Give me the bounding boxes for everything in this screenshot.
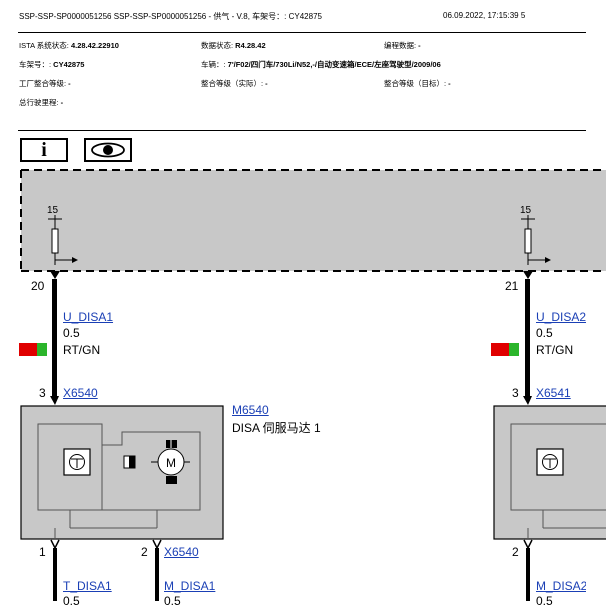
data-status: 数据状态: R4.28.42	[201, 40, 266, 51]
ista-status-label: ISTA 系统状态:	[19, 41, 71, 50]
vehicle-label: 车辆：:	[201, 60, 228, 69]
programming-data-label: 编程数据:	[384, 41, 419, 50]
header-divider	[18, 32, 586, 33]
pin-number-right-b2: 2	[512, 545, 519, 559]
wire-link-left-b2[interactable]: M_DISA1	[164, 579, 216, 593]
ista-status-value: 4.28.42.22910	[70, 41, 119, 50]
vin-label: 车架号：:	[19, 60, 54, 69]
wire-right-bottom-2	[523, 539, 533, 601]
mileage: 总行驶里程: -	[19, 97, 63, 108]
info-divider	[18, 130, 586, 131]
wire-size-right-b2: 0.5	[536, 594, 553, 608]
wire-left-bottom-1	[50, 539, 60, 601]
view-button[interactable]	[84, 138, 132, 162]
factory-level-label: 工厂整合等级:	[19, 79, 69, 88]
mileage-value: -	[60, 98, 64, 107]
info-button[interactable]: i	[20, 138, 68, 162]
pin-number-right-conn: 3	[512, 386, 519, 400]
pin-number-left-b1: 1	[39, 545, 46, 559]
connector-link-right[interactable]: X6541	[536, 386, 571, 400]
vin: 车架号：: CY42875	[19, 59, 84, 70]
svg-text:M: M	[166, 456, 176, 470]
control-unit-border	[20, 169, 606, 272]
wire-size-left: 0.5	[63, 326, 80, 340]
wire-link-right[interactable]: U_DISA2	[536, 310, 586, 324]
wire-size-left-b2: 0.5	[164, 594, 181, 608]
wire-left-bottom-2	[152, 539, 162, 601]
fuse-label-right: 15	[520, 205, 532, 216]
wire-size-left-b1: 0.5	[63, 594, 80, 608]
factory-level-value: -	[68, 79, 71, 88]
actual-level-value: -	[265, 79, 268, 88]
pin-number-right-top: 21	[505, 279, 519, 293]
wire-right-top	[523, 271, 533, 405]
mileage-label: 总行驶里程:	[19, 98, 61, 107]
pin-number-left-b2: 2	[141, 545, 148, 559]
wire-color-red-left	[19, 343, 37, 356]
wire-color-red-right	[491, 343, 509, 356]
component-name-left: DISA 伺服马达 1	[232, 421, 321, 435]
wire-link-right-b2[interactable]: M_DISA2	[536, 579, 586, 593]
document-title: SSP-SSP-SP0000051256 SSP-SSP-SP000005125…	[19, 12, 322, 21]
programming-data-value: -	[418, 41, 421, 50]
target-level-value: -	[448, 79, 451, 88]
target-level: 整合等级（目标）: -	[384, 78, 451, 89]
fuse-right	[521, 215, 551, 265]
wire-size-right: 0.5	[536, 326, 553, 340]
actual-level: 整合等级（实际）: -	[201, 78, 268, 89]
info-icon: i	[41, 138, 47, 161]
wire-left-top	[50, 271, 60, 405]
wire-color-right: RT/GN	[536, 343, 574, 357]
vehicle: 车辆：: 7'/F02/四门车/730Li/N52,-/自动变速箱/ECE/左座…	[201, 59, 441, 70]
wire-color-green-left	[37, 343, 47, 356]
pin-number-left-conn: 3	[39, 386, 46, 400]
wire-link-left[interactable]: U_DISA1	[63, 310, 114, 324]
component-link-left[interactable]: M6540	[232, 403, 269, 417]
wire-color-green-right	[509, 343, 519, 356]
fuse-label-left: 15	[47, 205, 59, 216]
control-unit-box	[21, 170, 606, 271]
wire-color-left: RT/GN	[63, 343, 101, 357]
data-status-value: R4.28.42	[235, 41, 266, 50]
servo-motor-box-right	[493, 405, 606, 540]
fuse-left	[48, 215, 78, 265]
connector-link-left-bottom[interactable]: X6540	[164, 545, 199, 559]
ista-status: ISTA 系统状态: 4.28.42.22910	[19, 40, 119, 51]
print-datetime: 06.09.2022, 17:15:39 5	[443, 11, 526, 20]
servo-motor-box-left: M	[20, 405, 224, 540]
vehicle-value: 7'/F02/四门车/730Li/N52,-/自动变速箱/ECE/左座驾驶型/2…	[227, 60, 441, 69]
factory-level: 工厂整合等级: -	[19, 78, 71, 89]
connector-link-left[interactable]: X6540	[63, 386, 98, 400]
eye-icon	[91, 142, 125, 158]
programming-data: 编程数据: -	[384, 40, 421, 51]
wire-link-left-b1[interactable]: T_DISA1	[63, 579, 112, 593]
data-status-label: 数据状态:	[201, 41, 236, 50]
vin-value: CY42875	[53, 60, 85, 69]
pin-number-left-top: 20	[31, 279, 45, 293]
target-level-label: 整合等级（目标）:	[384, 79, 449, 88]
actual-level-label: 整合等级（实际）:	[201, 79, 266, 88]
